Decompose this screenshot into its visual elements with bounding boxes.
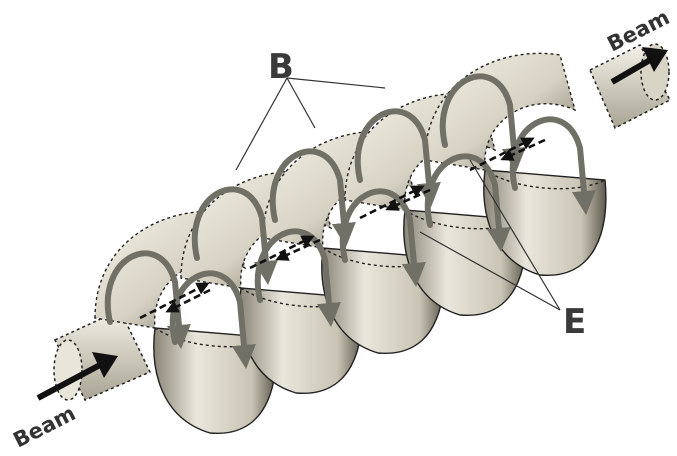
label-b: B: [268, 47, 294, 87]
cavity-cells: [95, 53, 606, 433]
label-beam-in: Beam: [9, 401, 79, 452]
label-e: E: [563, 302, 586, 342]
